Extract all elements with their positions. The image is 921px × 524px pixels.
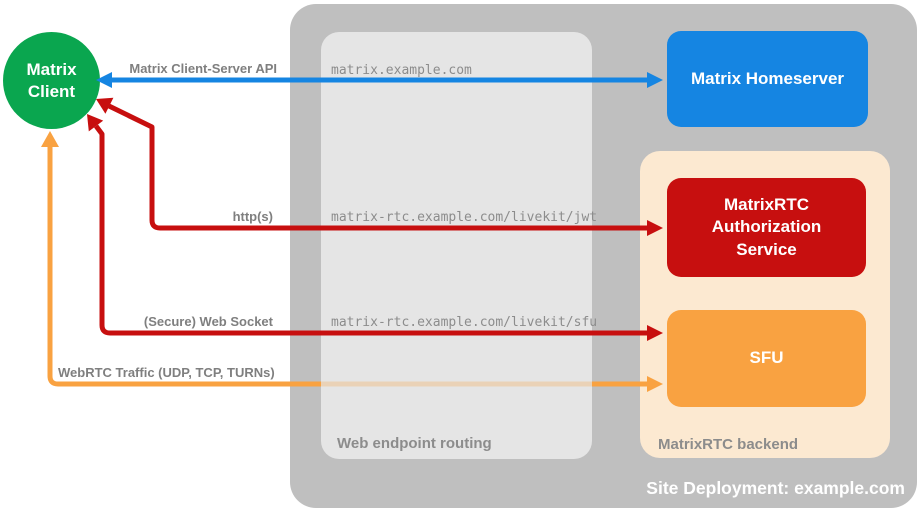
endpoint-homeserver-url: matrix.example.com	[331, 63, 472, 78]
web-endpoint-routing-group: Web endpoint routing	[321, 32, 592, 459]
https-edge-label: http(s)	[232, 209, 273, 224]
matrixrtc-auth-service-label: MatrixRTC Authorization Service	[711, 194, 822, 259]
sfu-label: SFU	[749, 348, 784, 368]
endpoint-livekit-jwt-url: matrix-rtc.example.com/livekit/jwt	[331, 210, 598, 225]
https-arrowhead-client	[96, 97, 114, 114]
websocket-arrowhead-client	[87, 114, 104, 132]
matrixrtc-auth-service-node: MatrixRTC Authorization Service	[667, 178, 866, 277]
client-server-api-edge-label: Matrix Client-Server API	[129, 61, 277, 76]
site-deployment-title: Site Deployment: example.com	[646, 478, 905, 498]
matrix-client-label-line1: Matrix	[26, 59, 77, 79]
webrtc-arrowhead-client	[41, 131, 59, 147]
webrtc-arrow-left	[47, 146, 321, 387]
web-endpoint-routing-label: Web endpoint routing	[337, 435, 492, 452]
matrix-client-node: Matrix Client	[3, 32, 100, 129]
matrix-homeserver-label: Matrix Homeserver	[690, 68, 845, 88]
matrixrtc-backend-label: MatrixRTC backend	[658, 436, 799, 453]
endpoint-livekit-sfu-url: matrix-rtc.example.com/livekit/sfu	[331, 315, 598, 330]
websocket-edge-label: (Secure) Web Socket	[143, 314, 273, 329]
sfu-node: SFU	[667, 310, 866, 407]
matrix-homeserver-node: Matrix Homeserver	[667, 31, 868, 127]
matrix-client-label-line2: Client	[27, 81, 76, 101]
webrtc-traffic-edge-label: WebRTC Traffic (UDP, TCP, TURNs)	[58, 365, 275, 380]
